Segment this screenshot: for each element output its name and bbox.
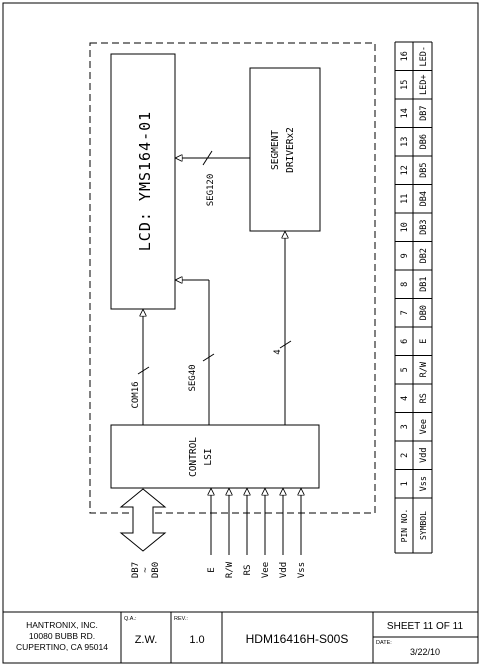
seg40-bus: SEG40 <box>176 280 215 425</box>
pin-number: 5 <box>400 367 410 372</box>
pin-symbol: R/W <box>419 361 429 377</box>
data-bus-arrow: DB7 ~ DB0 <box>119 488 167 578</box>
title-block: HANTRONIX, INC. 10080 BUBB RD. CUPERTINO… <box>3 611 478 663</box>
pin-number: 11 <box>400 194 410 204</box>
four-label: 4 <box>273 349 283 354</box>
qa-value: Z.W. <box>135 634 158 646</box>
lcd-block: LCD: YMS164-01 <box>110 53 176 310</box>
pin-number: 16 <box>400 51 410 61</box>
pin-number: 6 <box>400 339 410 344</box>
pin-header: PIN NO. <box>400 509 409 543</box>
control-lsi-label-2: LSI <box>203 448 214 465</box>
control-input-label: E <box>207 567 217 572</box>
company-name: HANTRONIX, INC. <box>26 620 98 630</box>
date-label: DATE: <box>376 640 392 646</box>
com16-bus: COM16 <box>131 310 150 425</box>
com16-label: COM16 <box>131 381 141 408</box>
seg40-label: SEG40 <box>188 364 198 391</box>
pin-number: 2 <box>400 453 410 458</box>
segment-driver-label-2: DRIVERx2 <box>285 127 296 173</box>
pin-symbol: DB4 <box>419 191 429 206</box>
pin-symbol: Vdd <box>419 448 429 463</box>
seg120-label: SEG120 <box>206 174 216 207</box>
date-value: 3/22/10 <box>410 647 440 657</box>
lcd-label: LCD: YMS164-01 <box>136 111 154 251</box>
pin-number: 3 <box>400 424 410 429</box>
control-input-label: RS <box>243 565 253 576</box>
part-number: HDM16416H-S00S <box>246 632 349 646</box>
data-bus-db0: DB0 <box>151 562 161 578</box>
pin-number: 7 <box>400 310 410 315</box>
data-bus-tilde: ~ <box>141 567 151 573</box>
rev-label: REV.: <box>174 616 188 622</box>
data-bus-db7: DB7 <box>131 562 141 578</box>
control-lsi-label-1: CONTROL <box>188 437 199 477</box>
driver-control-bus: 4 <box>273 232 292 425</box>
pin-symbol: Vee <box>419 419 429 434</box>
company-street: 10080 BUBB RD. <box>29 631 95 641</box>
pin-symbol: DB1 <box>419 277 429 292</box>
pin-symbol: RS <box>419 393 429 403</box>
control-input-label: Vdd <box>279 562 289 578</box>
pin-number: 1 <box>400 481 410 486</box>
control-inputs: E R/W RS Vee Vdd Vss <box>207 489 307 578</box>
pin-symbol: DB0 <box>419 305 429 320</box>
pin-number: 8 <box>400 282 410 287</box>
pin-symbol: LED+ <box>419 75 429 95</box>
control-input-label: R/W <box>225 561 235 578</box>
seg120-bus: SEG120 <box>176 150 250 207</box>
pin-table: 1 Vss 2 Vdd 3 Vee 4 RS 5 R/W 6 E 7 DB0 8 DB1 9 DB2 10 DB3 11… <box>394 41 433 554</box>
pin-number: 12 <box>400 165 410 175</box>
pin-number: 9 <box>400 253 410 258</box>
pin-symbol: LED- <box>419 46 429 66</box>
control-input-label: Vss <box>297 562 307 578</box>
pin-symbol: DB6 <box>419 134 429 149</box>
pin-symbol: DB5 <box>419 163 429 178</box>
rev-value: 1.0 <box>189 634 204 646</box>
symbol-header: SYMBOL <box>419 511 428 540</box>
pin-symbol: DB2 <box>419 248 429 263</box>
company-city: CUPERTINO, CA 95014 <box>16 642 108 652</box>
pin-symbol: E <box>419 339 429 344</box>
module-boundary <box>89 42 376 514</box>
pin-number: 4 <box>400 396 410 401</box>
qa-label: Q.A.: <box>124 616 137 622</box>
pin-number: 10 <box>400 222 410 232</box>
sheet-number: SHEET 11 OF 11 <box>387 621 464 632</box>
pin-number: 15 <box>400 80 410 90</box>
pin-symbol: DB7 <box>419 106 429 121</box>
segment-driver-label-1: SEGMENT <box>270 130 281 170</box>
pin-number: 14 <box>400 108 410 118</box>
control-input-label: Vee <box>261 562 271 578</box>
pin-symbol: DB3 <box>419 220 429 235</box>
segment-driver-block: SEGMENT DRIVERx2 <box>249 67 321 232</box>
control-lsi-block: CONTROL LSI <box>110 424 320 489</box>
pin-symbol: Vss <box>419 476 429 491</box>
pin-number: 13 <box>400 137 410 147</box>
